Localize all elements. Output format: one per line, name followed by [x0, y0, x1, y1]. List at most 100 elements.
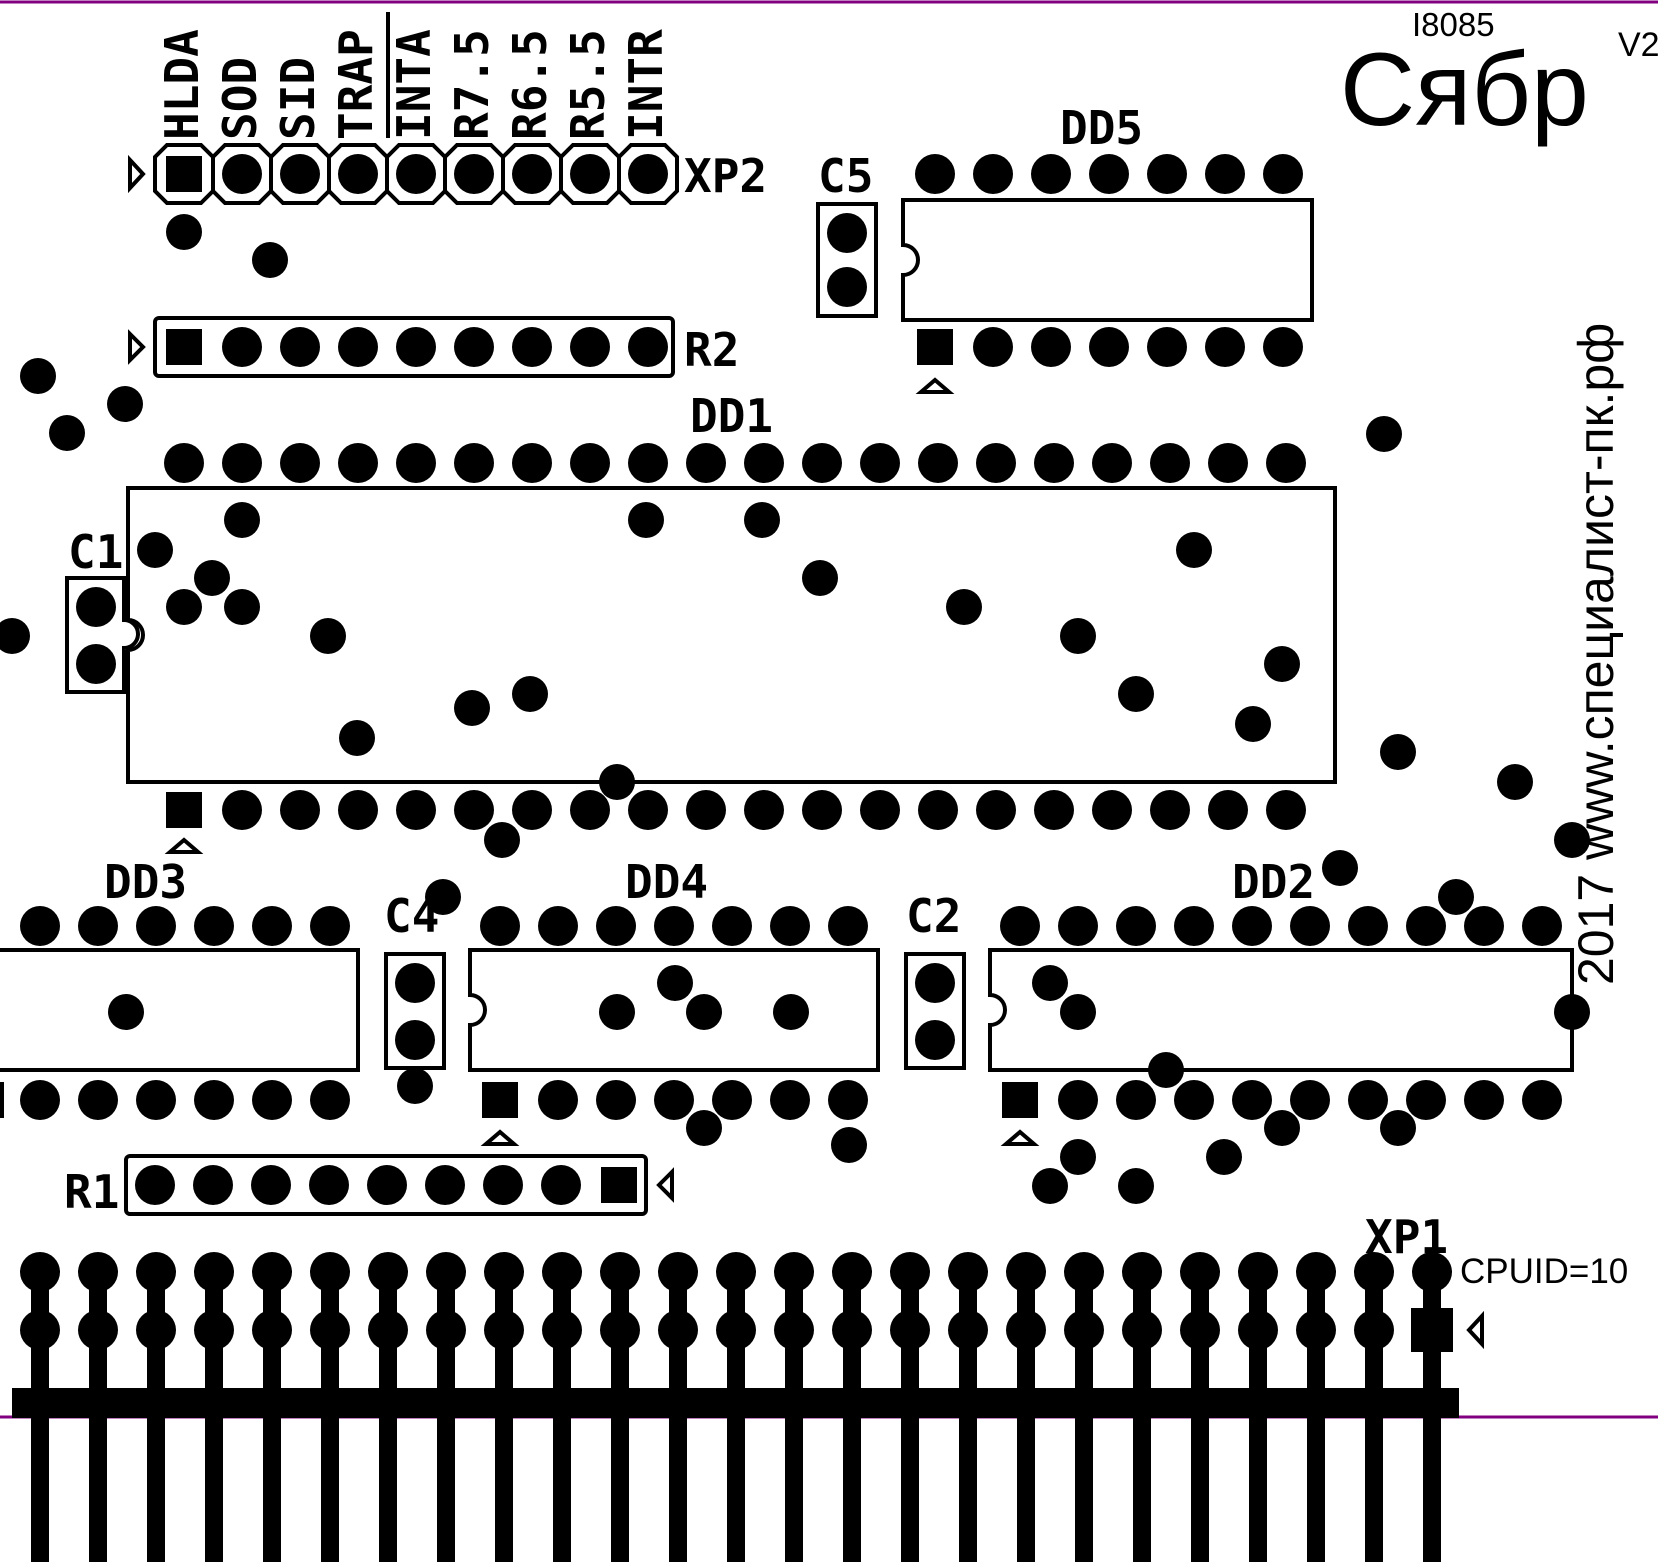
xp2-ring — [211, 143, 273, 205]
dd3-pad — [78, 1080, 118, 1120]
dd4-pad — [538, 1080, 578, 1120]
dd2-pad — [1406, 1080, 1446, 1120]
r1-pad — [135, 1165, 175, 1205]
dd1-pad — [976, 790, 1016, 830]
dd5-pad — [1205, 154, 1245, 194]
dd1-label: DD1 — [690, 389, 773, 443]
dd2-pad — [1174, 906, 1214, 946]
xp1-pad — [832, 1252, 872, 1292]
via — [599, 764, 635, 800]
xp1-pad — [832, 1310, 872, 1350]
dd2-pad — [1348, 1080, 1388, 1120]
xp1-pad — [310, 1252, 350, 1292]
dd5-pad — [1089, 327, 1129, 367]
dd4-pad — [654, 906, 694, 946]
dd3-pad — [310, 906, 350, 946]
dd1-pad — [1208, 790, 1248, 830]
xp1-pad — [310, 1310, 350, 1350]
dd1-pad — [802, 790, 842, 830]
dd1-pad — [222, 443, 262, 483]
via — [1118, 676, 1154, 712]
dd1-pad — [338, 790, 378, 830]
xp1-pad — [1180, 1252, 1220, 1292]
capacitor-pad — [395, 1020, 435, 1060]
r2-pad — [512, 327, 552, 367]
dd3-pad — [310, 1080, 350, 1120]
dd3-pad — [78, 906, 118, 946]
dd4-pad — [596, 1080, 636, 1120]
via — [252, 242, 288, 278]
dd1-pad — [396, 790, 436, 830]
xp1-pad — [600, 1252, 640, 1292]
via — [397, 1068, 433, 1104]
xp1-pad — [1006, 1252, 1046, 1292]
via — [1264, 1110, 1300, 1146]
dd1-pad — [570, 443, 610, 483]
xp1-pad — [658, 1252, 698, 1292]
dd4-pad — [770, 906, 810, 946]
via — [1235, 706, 1271, 742]
c2-outline — [904, 952, 966, 1070]
dd2-pad — [1290, 906, 1330, 946]
xp1-pad — [1006, 1310, 1046, 1350]
xp1-pad — [484, 1310, 524, 1350]
r1-pad — [309, 1165, 349, 1205]
dd3-pad — [194, 1080, 234, 1120]
via — [20, 358, 56, 394]
dd2-label: DD2 — [1232, 855, 1315, 909]
dd5-pad — [1263, 327, 1303, 367]
via — [946, 589, 982, 625]
xp1-pad — [1238, 1310, 1278, 1350]
capacitor-pad — [76, 587, 116, 627]
xp2-ring — [443, 143, 505, 205]
dd2-outline — [988, 948, 1574, 1072]
dd5-pad — [1263, 154, 1303, 194]
xp2-pad — [512, 154, 552, 194]
xp1-pad — [658, 1310, 698, 1350]
dd1-pad — [222, 790, 262, 830]
xp2-pad — [222, 154, 262, 194]
dd4-pad — [828, 1080, 868, 1120]
xp2-pad — [570, 154, 610, 194]
dd2-pad — [1464, 1080, 1504, 1120]
via — [108, 994, 144, 1030]
dd2-pad — [1116, 1080, 1156, 1120]
xp1-pad — [948, 1252, 988, 1292]
dd5-pad — [1205, 327, 1245, 367]
dd1-pin1-marker — [164, 837, 204, 854]
dd4-pad — [654, 1080, 694, 1120]
dd5-pad — [1147, 327, 1187, 367]
dd1-pad — [1208, 443, 1248, 483]
via — [1206, 1139, 1242, 1175]
dd1-pad — [628, 443, 668, 483]
capacitor-pad — [915, 963, 955, 1003]
dd2-pad — [1174, 1080, 1214, 1120]
c4-label: C4 — [384, 889, 439, 943]
xp1-pad — [948, 1310, 988, 1350]
dd1-pad — [860, 790, 900, 830]
dd1-pad-1 — [166, 792, 202, 828]
dd1-pad — [744, 790, 784, 830]
xp1-pad — [20, 1252, 60, 1292]
xp1-pad — [542, 1252, 582, 1292]
xp2-signal-label: SOD — [213, 57, 267, 140]
dd5-pad-1 — [917, 329, 953, 365]
c5-label: C5 — [818, 149, 873, 203]
xp1-pin1-marker — [1466, 1310, 1484, 1350]
dd4-label: DD4 — [625, 855, 708, 909]
xp2-ring — [327, 143, 389, 205]
dd1-pad — [1034, 790, 1074, 830]
via — [1497, 764, 1533, 800]
via — [224, 502, 260, 538]
via — [802, 560, 838, 596]
via — [1322, 850, 1358, 886]
xp1-pad — [484, 1252, 524, 1292]
xp2-signal-label: R6.5 — [503, 29, 557, 140]
via — [339, 720, 375, 756]
dd1-pad — [628, 790, 668, 830]
dd1-pad — [918, 443, 958, 483]
dd4-pad — [712, 1080, 752, 1120]
via — [1554, 994, 1590, 1030]
dd5-pad — [1147, 154, 1187, 194]
c2-label: C2 — [906, 889, 961, 943]
